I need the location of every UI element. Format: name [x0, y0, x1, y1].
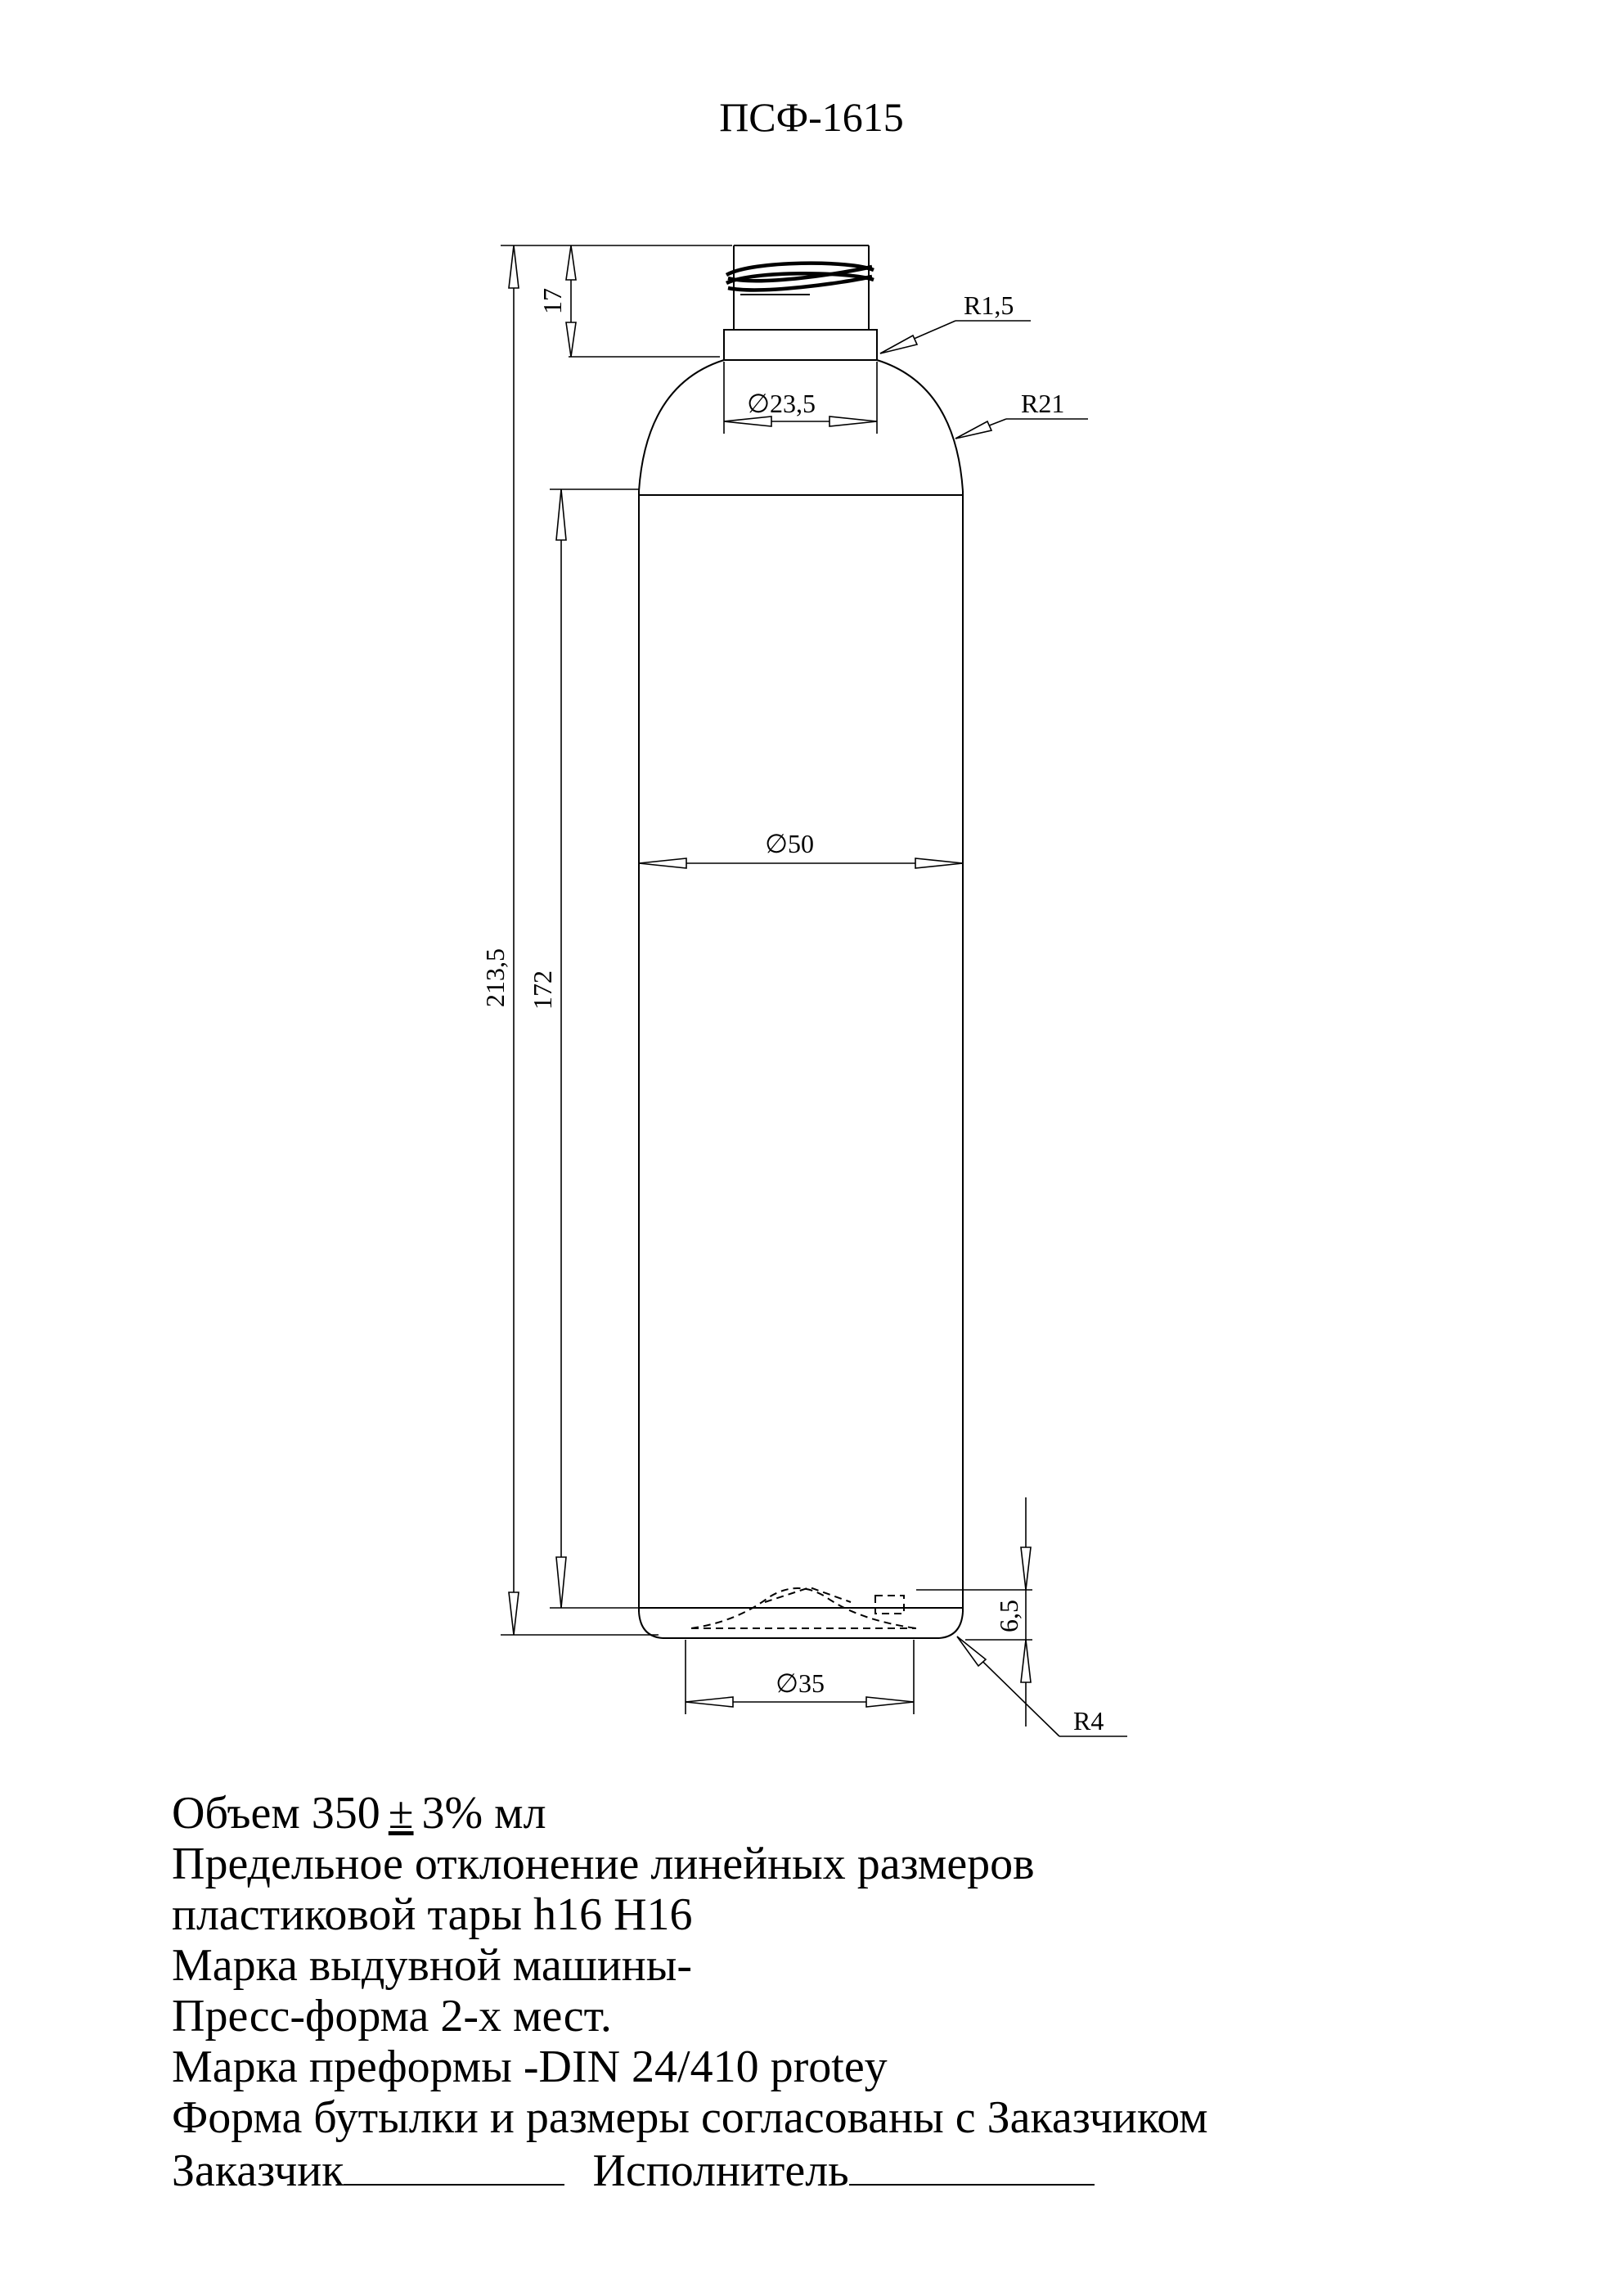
specification-notes: Объем 350±3% мл Предельное отклонение ли… — [172, 1788, 1208, 2196]
note-signatures: Заказчик Исполнитель — [172, 2143, 1208, 2196]
contractor-signature-line[interactable] — [848, 2143, 1095, 2186]
dimension-base-recess-height: 6,5 — [916, 1497, 1032, 1727]
dimension-body-height: 172 — [528, 488, 639, 1609]
bottle-outline — [638, 245, 964, 1639]
label-base-recess-height: 6,5 — [994, 1600, 1023, 1632]
label-neck-diameter: ∅23,5 — [747, 389, 816, 418]
dimension-neck-height: 17 — [537, 245, 732, 358]
note-preform: Марка преформы -DIN 24/410 protey — [172, 2042, 888, 2092]
note-tolerance-line2: пластиковой тары h16 H16 — [172, 1889, 693, 1940]
customer-signature-line[interactable] — [344, 2143, 565, 2186]
label-neck-radius: R1,5 — [964, 290, 1014, 320]
note-tolerance-line1: Предельное отклонение линейных размеров — [172, 1839, 1035, 1889]
dimension-total-height: 213,5 — [480, 245, 659, 1636]
dimension-body-diameter: ∅50 — [638, 829, 964, 869]
label-body-diameter: ∅50 — [765, 829, 814, 858]
customer-label: Заказчик — [172, 2145, 344, 2196]
dimension-shoulder-radius: R21 — [955, 389, 1088, 439]
label-neck-height: 17 — [537, 288, 567, 314]
label-body-height: 172 — [528, 970, 557, 1010]
label-shoulder-radius: R21 — [1021, 389, 1064, 418]
label-base-diameter: ∅35 — [776, 1668, 825, 1698]
label-base-radius: R4 — [1073, 1706, 1104, 1736]
note-agreement: Форма бутылки и размеры согласованы с За… — [172, 2092, 1208, 2143]
label-total-height: 213,5 — [480, 948, 510, 1007]
dimension-neck-radius: R1,5 — [879, 290, 1031, 354]
note-mold: Пресс-форма 2-х мест. — [172, 1991, 612, 2042]
dimension-base-diameter: ∅35 — [685, 1640, 915, 1714]
contractor-label: Исполнитель — [592, 2145, 849, 2196]
note-machine: Марка выдувной машины- — [172, 1940, 693, 1991]
dimension-neck-diameter: ∅23,5 — [723, 362, 878, 434]
drawing-title: ПСФ-1615 — [719, 94, 904, 140]
note-volume: Объем 350±3% мл — [172, 1788, 546, 1839]
base-recess — [690, 1586, 917, 1629]
neck-thread — [725, 261, 874, 295]
dimension-base-radius: R4 — [956, 1636, 1127, 1737]
